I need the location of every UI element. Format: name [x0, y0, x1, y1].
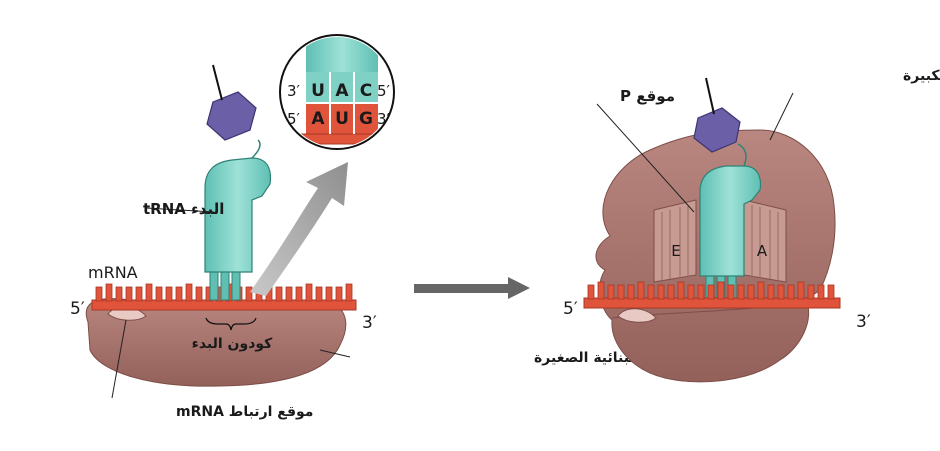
mrna-strand-right — [583, 281, 841, 309]
three-prime-label-right: 3′ — [856, 312, 871, 332]
mrna-base — [275, 286, 283, 302]
trna-label: tRNA البدء — [143, 200, 224, 218]
mrna-base — [707, 284, 715, 300]
mrna-base — [787, 284, 795, 300]
amino-acid-left — [206, 64, 257, 141]
mrna-base — [637, 281, 645, 300]
mrna-base — [597, 281, 605, 300]
p-site-label: موقع P — [620, 87, 675, 105]
mrna-base — [285, 286, 293, 302]
inset-bottom-left-label: 5′ — [287, 110, 301, 128]
mrna-base — [245, 286, 253, 302]
mrna-base — [195, 286, 203, 302]
anticodon-base-2: A — [335, 81, 349, 101]
mrna-base — [807, 284, 815, 300]
mrna-base — [95, 286, 103, 302]
left-panel: tRNA البدء mRNA 5′ 3′ كودون البدء الوحدة… — [70, 64, 690, 420]
mrna-base — [155, 286, 163, 302]
a-site-slot — [743, 199, 787, 283]
mrna-base — [345, 283, 353, 302]
mrna-base — [305, 283, 313, 302]
mrna-base — [295, 286, 303, 302]
mrna-base — [697, 284, 705, 300]
mrna-base — [767, 284, 775, 300]
mrna-base — [115, 286, 123, 302]
mrna-base — [727, 284, 735, 300]
mrna-base — [627, 284, 635, 300]
mrna-base — [315, 286, 323, 302]
binding-site-label: موقع ارتباط mRNA — [176, 404, 313, 420]
mrna-base — [797, 281, 805, 300]
mrna-base — [777, 284, 785, 300]
mrna-base — [657, 284, 665, 300]
inset-top-left-label: 3′ — [287, 82, 301, 100]
mrna-base — [687, 284, 695, 300]
start-codon-bracket — [205, 317, 257, 331]
mrna-base — [827, 284, 835, 300]
mrna-base — [667, 284, 675, 300]
e-site-slot — [653, 199, 697, 283]
progress-arrow — [414, 277, 530, 299]
mrna-base — [335, 286, 343, 302]
mrna-base — [587, 284, 595, 300]
e-site-label: E — [671, 242, 680, 260]
five-prime-label-right: 5′ — [563, 299, 578, 319]
mrna-base — [175, 286, 183, 302]
mrna-base — [185, 283, 193, 302]
mrna-base — [135, 286, 143, 302]
mrna-base — [717, 281, 725, 300]
codon-base-1: A — [311, 109, 325, 129]
anticodon-base-1: U — [311, 81, 325, 101]
mrna-base — [617, 284, 625, 300]
zoom-arrow — [250, 162, 348, 296]
mrna-base — [165, 286, 173, 302]
mrna-base — [737, 284, 745, 300]
right-panel: الوحدة البنائية الكبيرة موقع P E A 5′ 3′ — [563, 68, 940, 383]
amino-acid-right — [693, 77, 741, 153]
mrna-base — [125, 286, 133, 302]
mrna-base — [817, 284, 825, 300]
three-prime-label-left: 3′ — [362, 313, 377, 333]
five-prime-label-left: 5′ — [70, 299, 85, 319]
large-subunit-label: الوحدة البنائية الكبيرة — [903, 68, 940, 84]
codon-base-3: G — [359, 109, 373, 129]
mrna-base — [677, 281, 685, 300]
codon-anticodon-inset: U A C A U G 3′ 5′ 5′ 3′ — [279, 34, 395, 150]
mrna-base — [105, 283, 113, 302]
mrna-base — [607, 284, 615, 300]
initiator-trna — [204, 139, 272, 301]
mrna-base — [647, 284, 655, 300]
mrna-label: mRNA — [88, 263, 138, 282]
mrna-base — [757, 281, 765, 300]
codon-base-2: U — [335, 109, 349, 129]
mrna-base — [145, 283, 153, 302]
mrna-base — [747, 284, 755, 300]
a-site-label: A — [757, 242, 768, 260]
start-codon-label: كودون البدء — [192, 336, 274, 352]
mrna-base — [325, 286, 333, 302]
anticodon-base-3: C — [360, 81, 372, 101]
inset-top-right-label: 5′ — [377, 82, 391, 100]
inset-bottom-right-label: 3′ — [377, 110, 391, 128]
